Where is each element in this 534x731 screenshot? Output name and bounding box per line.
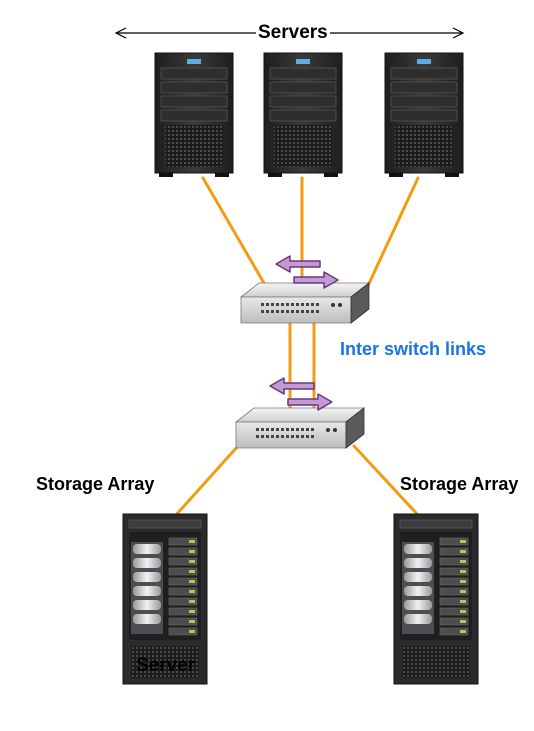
- bidirectional-arrow-icon: [269, 377, 333, 411]
- inter-switch-links-label: Inter switch links: [340, 339, 487, 359]
- server-tower-icon: [263, 52, 343, 178]
- network-switch-icon: [240, 282, 370, 324]
- server-tower-icon: [154, 52, 234, 178]
- servers-label: Servers: [256, 22, 330, 44]
- link-server1-switch1: [201, 176, 270, 292]
- link-server3-switch1: [364, 176, 420, 292]
- server-tower-icon: [384, 52, 464, 178]
- storage-array-icon: [393, 513, 479, 685]
- storage-array-left-label: Storage Array: [36, 474, 155, 494]
- server-overlay-label: Server: [136, 655, 196, 676]
- network-links: [174, 176, 420, 517]
- storage-array-right-label: Storage Array: [400, 474, 519, 494]
- network-switch-icon: [235, 407, 365, 449]
- link-switch2-storage-left: [174, 444, 240, 517]
- link-switch2-storage-right: [352, 444, 420, 517]
